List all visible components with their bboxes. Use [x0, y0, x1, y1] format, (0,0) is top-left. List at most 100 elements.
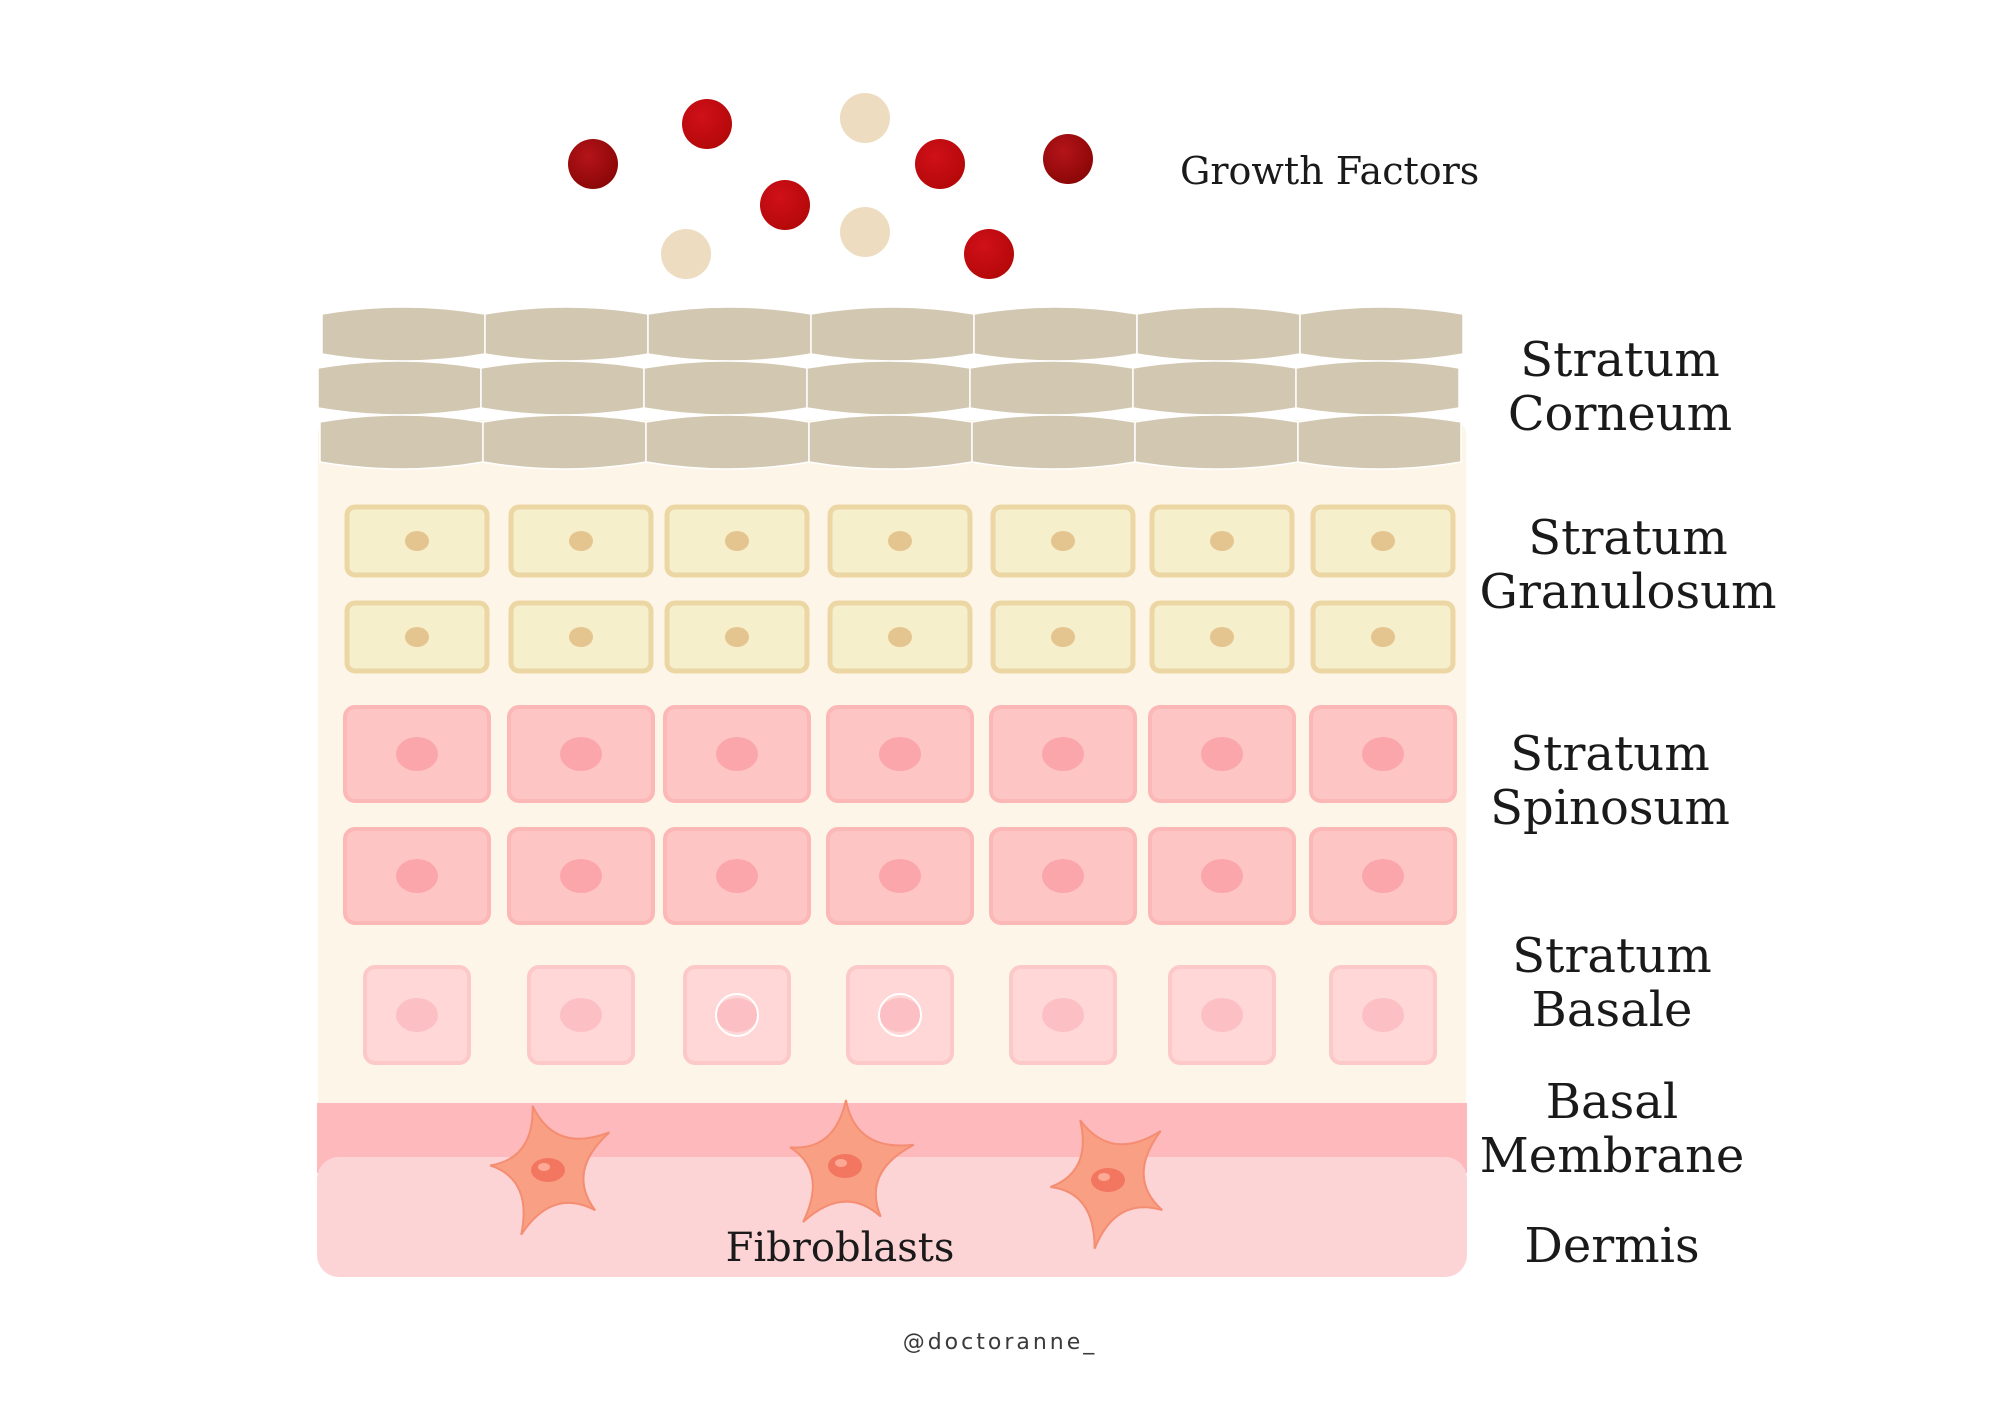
- dermis-background: [317, 1157, 1467, 1277]
- fibroblasts-text: Fibroblasts: [725, 1225, 955, 1271]
- granulosum-nucleus: [725, 531, 749, 551]
- corneum-label-line1: Stratum: [1520, 332, 1720, 388]
- growth-factor-molecule: [661, 229, 711, 279]
- author-credit: @doctoranne_: [902, 1330, 1098, 1355]
- corneum-cell: [1134, 414, 1299, 470]
- granulosum-nucleus: [1210, 531, 1234, 551]
- corneum-cell: [647, 306, 812, 362]
- dermis-layer: [317, 1103, 1467, 1277]
- fibroblast-nucleus: [828, 1154, 862, 1178]
- corneum-cell: [321, 306, 486, 362]
- growth-factor-molecule: [1043, 134, 1093, 184]
- growth-factor-molecule: [840, 93, 890, 143]
- growth-factors-text: Growth Factors: [1180, 149, 1480, 193]
- fibroblast-nucleus-highlight: [538, 1163, 550, 1171]
- spinosum-nucleus: [1362, 859, 1404, 893]
- spinosum-nucleus: [716, 737, 758, 771]
- basal-membrane-label-line2: Membrane: [1479, 1127, 1745, 1184]
- stratum-spinosum: [343, 705, 1457, 925]
- granulosum-label-line1: Stratum: [1528, 510, 1728, 566]
- growth-factor-molecule: [760, 180, 810, 230]
- spinosum-nucleus: [1042, 859, 1084, 893]
- spinosum-nucleus: [1201, 737, 1243, 771]
- stratum-granulosum: [344, 504, 1456, 674]
- granulosum-nucleus: [405, 627, 429, 647]
- stratum-corneum-label: Stratum Corneum: [1440, 332, 1800, 442]
- corneum-cell: [645, 414, 810, 470]
- spinosum-nucleus: [396, 859, 438, 893]
- fibroblast-nucleus: [1091, 1168, 1125, 1192]
- spinosum-label-line2: Spinosum: [1490, 779, 1730, 836]
- growth-factor-molecule: [915, 139, 965, 189]
- corneum-cell: [319, 414, 484, 470]
- stratum-basale-label: Stratum Basale: [1432, 928, 1792, 1038]
- growth-factor-molecule: [840, 207, 890, 257]
- spinosum-nucleus: [879, 737, 921, 771]
- fibroblasts: [489, 1099, 1163, 1250]
- stratum-basale: [363, 965, 1437, 1065]
- corneum-cell: [1136, 306, 1301, 362]
- corneum-cell: [808, 414, 973, 470]
- growth-factor-molecule: [682, 99, 732, 149]
- granulosum-label-line2: Granulosum: [1479, 563, 1777, 620]
- fibroblast-nucleus: [531, 1158, 565, 1182]
- granulosum-nucleus: [1371, 531, 1395, 551]
- spinosum-nucleus: [560, 859, 602, 893]
- stem-cell-marker: [715, 993, 759, 1037]
- spinosum-nucleus: [716, 859, 758, 893]
- spinosum-label-line1: Stratum: [1510, 726, 1710, 782]
- basale-label-line2: Basale: [1531, 981, 1693, 1038]
- basale-nucleus: [1201, 998, 1243, 1032]
- basal-membrane-label-line1: Basal: [1545, 1074, 1679, 1130]
- corneum-cell: [643, 360, 808, 416]
- granulosum-nucleus: [569, 531, 593, 551]
- granulosum-nucleus: [888, 531, 912, 551]
- spinosum-nucleus: [879, 859, 921, 893]
- spinosum-nucleus: [396, 737, 438, 771]
- basale-nucleus: [1362, 998, 1404, 1032]
- stratum-spinosum-label: Stratum Spinosum: [1430, 726, 1790, 836]
- fibroblasts-label: Fibroblasts: [700, 1226, 980, 1271]
- spinosum-nucleus: [560, 737, 602, 771]
- corneum-cell: [973, 306, 1138, 362]
- dermis-text: Dermis: [1524, 1218, 1700, 1274]
- granulosum-nucleus: [888, 627, 912, 647]
- spinosum-nucleus: [1201, 859, 1243, 893]
- basale-nucleus: [1042, 998, 1084, 1032]
- granulosum-nucleus: [1051, 531, 1075, 551]
- corneum-cell: [971, 414, 1136, 470]
- growth-factor-molecule: [568, 139, 618, 189]
- basale-label-line1: Stratum: [1512, 928, 1712, 984]
- dermis-label: Dermis: [1432, 1218, 1792, 1274]
- corneum-cell: [317, 360, 482, 416]
- corneum-cell: [969, 360, 1134, 416]
- stratum-granulosum-label: Stratum Granulosum: [1448, 510, 1808, 620]
- basale-nucleus: [879, 998, 921, 1032]
- spinosum-nucleus: [1042, 737, 1084, 771]
- granulosum-nucleus: [1051, 627, 1075, 647]
- basale-nucleus: [716, 998, 758, 1032]
- corneum-cell: [806, 360, 971, 416]
- granulosum-nucleus: [725, 627, 749, 647]
- growth-factors-label: Growth Factors: [1180, 150, 1479, 193]
- corneum-label-line2: Corneum: [1507, 385, 1733, 442]
- granulosum-nucleus: [1210, 627, 1234, 647]
- corneum-cell: [482, 414, 647, 470]
- granulosum-nucleus: [569, 627, 593, 647]
- corneum-cell: [1299, 306, 1464, 362]
- fibroblast-nucleus-highlight: [835, 1159, 847, 1167]
- corneum-cell: [484, 306, 649, 362]
- basale-nucleus: [396, 998, 438, 1032]
- stem-cell-marker: [878, 993, 922, 1037]
- growth-factors: [568, 93, 1093, 279]
- corneum-cell: [1297, 414, 1462, 470]
- stratum-corneum: [317, 306, 1464, 470]
- granulosum-nucleus: [405, 531, 429, 551]
- basal-membrane-label: Basal Membrane: [1432, 1074, 1792, 1184]
- granulosum-nucleus: [1371, 627, 1395, 647]
- corneum-cell: [1295, 360, 1460, 416]
- growth-factor-molecule: [964, 229, 1014, 279]
- basale-nucleus: [560, 998, 602, 1032]
- corneum-cell: [480, 360, 645, 416]
